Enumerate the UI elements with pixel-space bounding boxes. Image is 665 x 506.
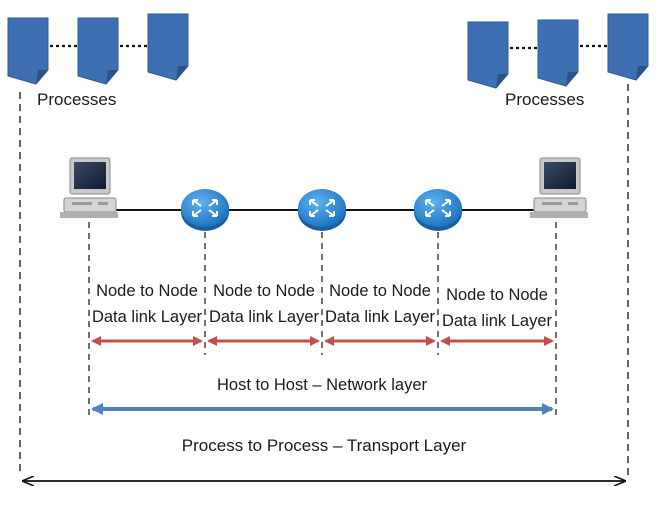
segment-label-4: Node to Node Data link Layer [442, 282, 552, 334]
right-processes-group [467, 13, 649, 89]
router-icon [413, 188, 463, 232]
segment-label-3: Node to Node Data link Layer [325, 278, 435, 330]
document-icon [77, 17, 119, 85]
document-icon [7, 17, 49, 85]
left-processes-label: Processes [37, 90, 117, 109]
segment-line2: Data link Layer [91, 308, 203, 326]
document-icon [537, 19, 579, 87]
network-layer-label: Host to Host – Network layer [217, 376, 427, 394]
computer-icon [529, 157, 589, 219]
segment-line1: Node to Node [96, 282, 198, 300]
segment-line2: Data link Layer [324, 308, 436, 326]
segment-label-1: Node to Node Data link Layer [92, 278, 202, 330]
segment-line2: Data link Layer [208, 308, 320, 326]
segment-line1: Node to Node [213, 282, 315, 300]
segment-line2: Data link Layer [441, 312, 553, 330]
transport-layer-label: Process to Process – Transport Layer [181, 436, 467, 455]
computer-icon [59, 157, 119, 219]
document-icon [607, 13, 649, 81]
router-icon [297, 188, 347, 232]
left-processes-group [7, 13, 189, 85]
segment-label-2: Node to Node Data link Layer [209, 278, 319, 330]
hop-boundaries [88, 222, 557, 420]
right-processes-label: Processes [505, 90, 585, 109]
segment-line1: Node to Node [446, 286, 548, 304]
document-icon [147, 13, 189, 81]
segment-line1: Node to Node [329, 282, 431, 300]
router-icon [180, 188, 230, 232]
document-icon [467, 21, 509, 89]
